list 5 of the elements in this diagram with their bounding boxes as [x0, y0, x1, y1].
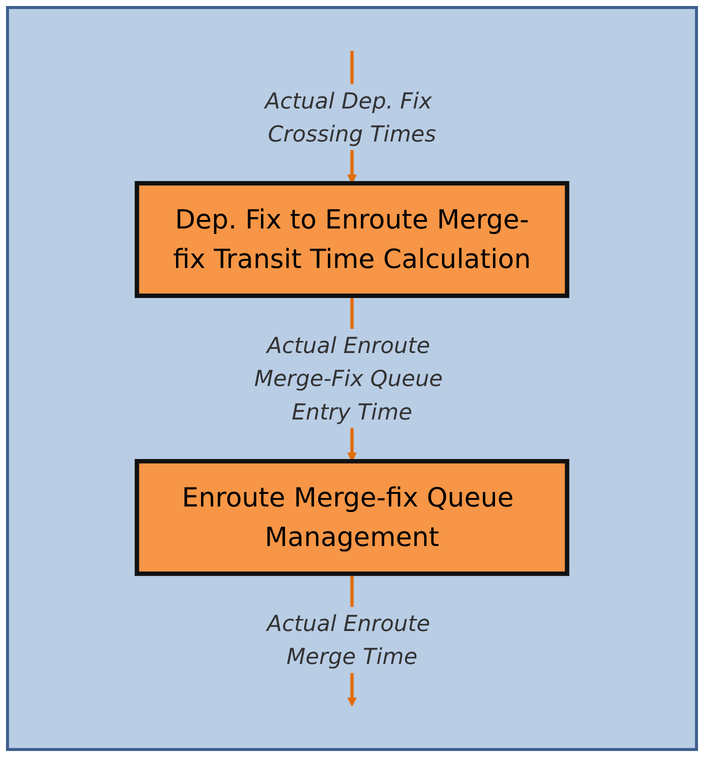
edge-label: Actual Enroute Merge Time: [266, 610, 430, 670]
node-box: Enroute Merge-fix Queue Management: [134, 459, 570, 576]
node-box: Dep. Fix to Enroute Merge-fix Transit Time Calculation: [134, 181, 570, 298]
edge-label: Actual Dep. Fix Crossing Times: [265, 87, 436, 147]
edge-label: Actual Enroute Merge-Fix Queue Entry Time: [254, 332, 443, 425]
